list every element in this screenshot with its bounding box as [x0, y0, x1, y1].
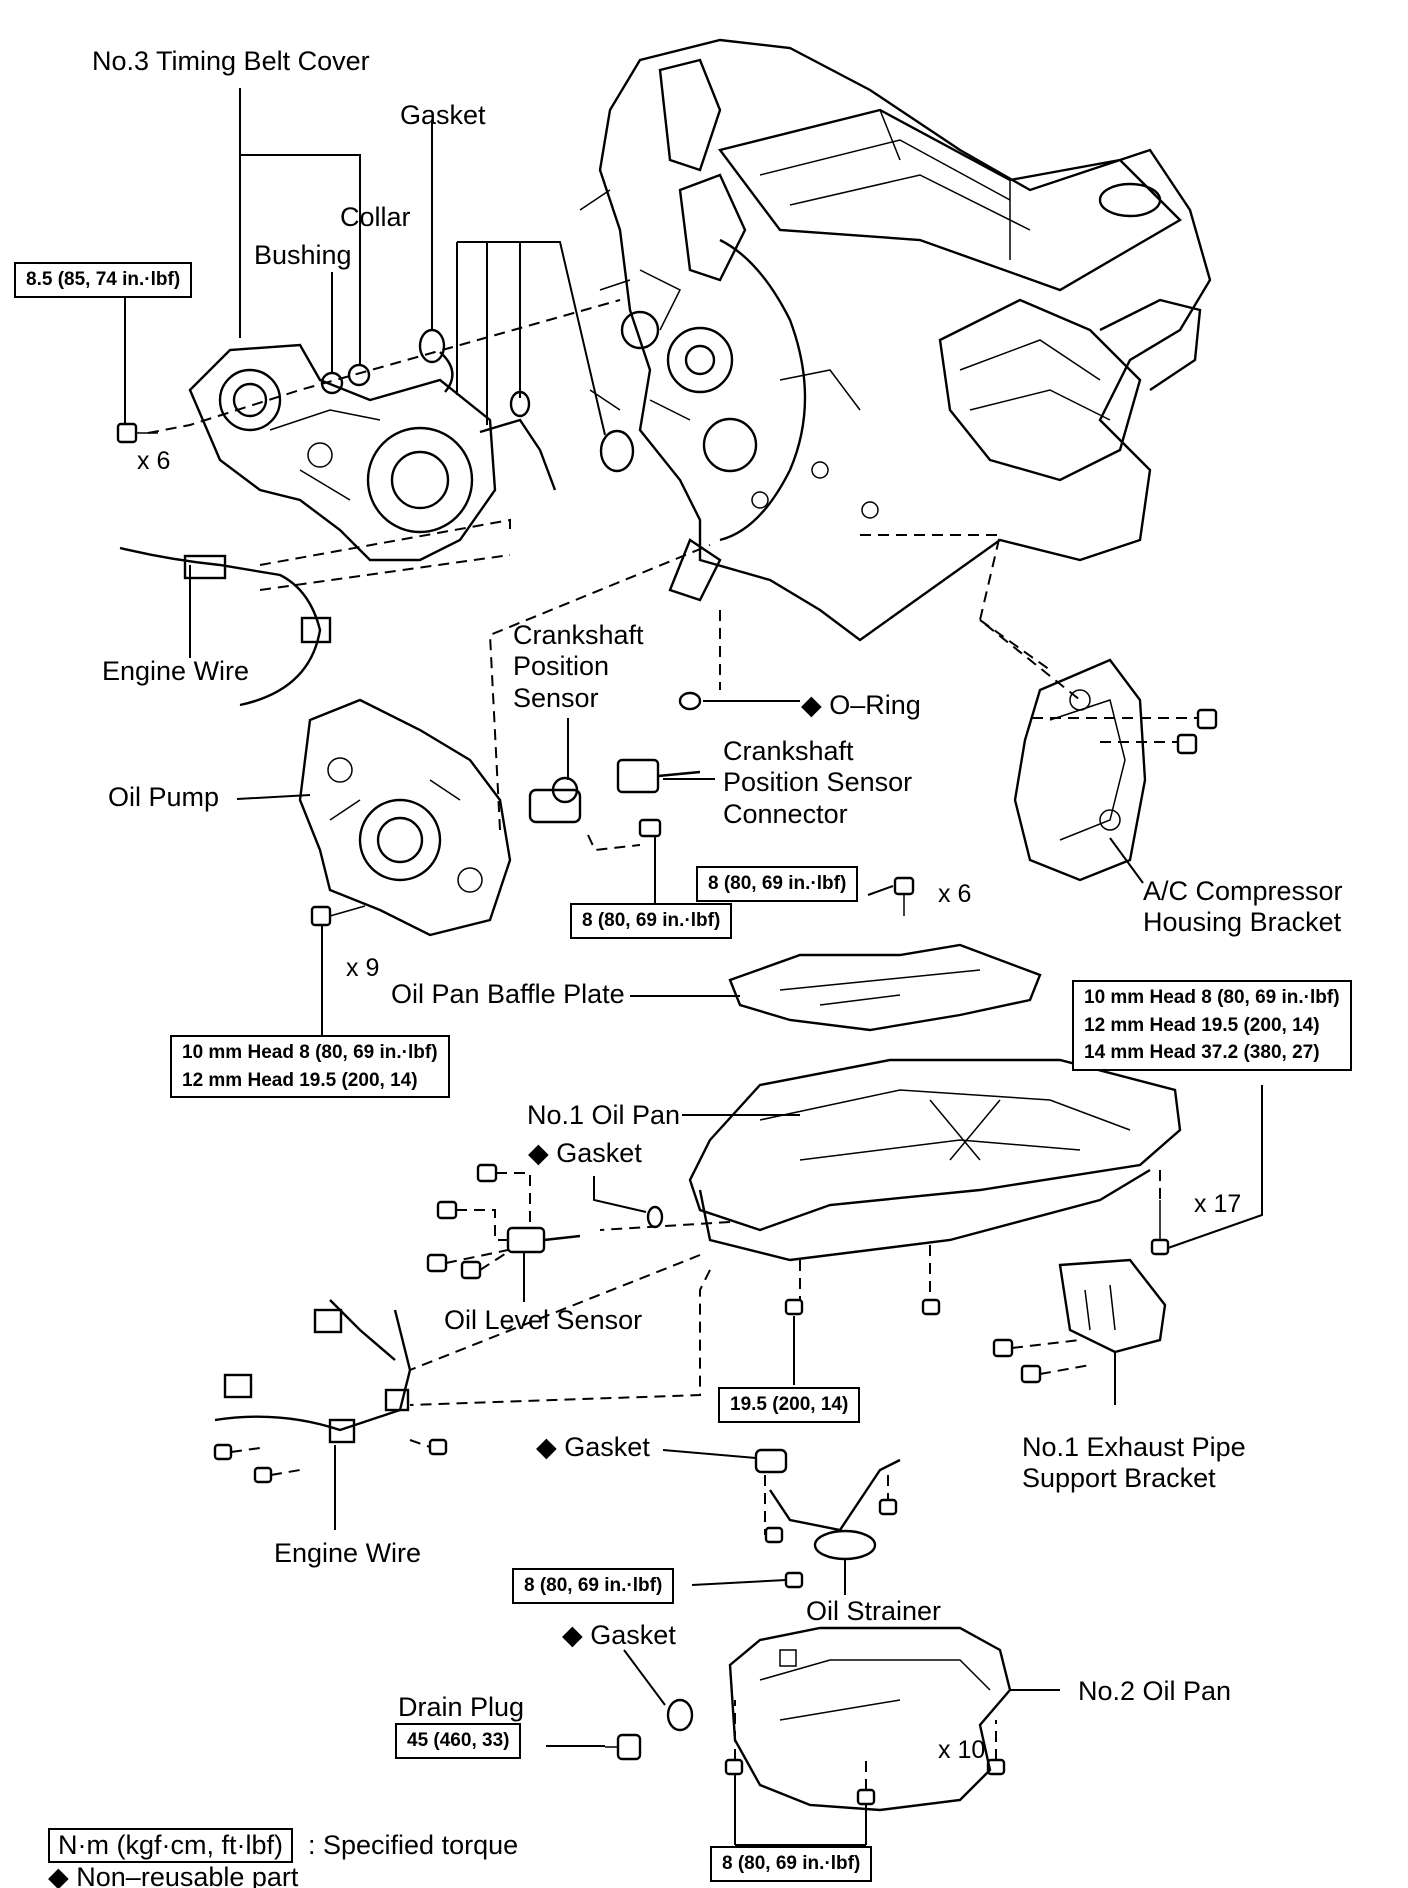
- label-no2-oil-pan: No.2 Oil Pan: [1078, 1676, 1232, 1706]
- exhaust-bracket-drawing: [1058, 1258, 1167, 1354]
- label-oil-strainer: Oil Strainer: [806, 1596, 942, 1626]
- wire-bolts-icon: [213, 1438, 448, 1484]
- torque-box-baffle-bolt: 8 (80, 69 in.·lbf): [696, 866, 859, 902]
- engine-wire-top-drawing: [119, 546, 322, 707]
- crankshaft-position-sensor-drawing: [528, 776, 582, 824]
- gasket-strip-icon: [479, 418, 557, 491]
- no1-oil-pan-drawing: [688, 1058, 1182, 1262]
- quantity-bolts-oil-pump: x 9: [346, 954, 380, 982]
- oil-pan-baffle-plate-drawing: [728, 943, 1042, 1032]
- torque-box-oil-pump: 10 mm Head 8 (80, 69 in.·lbf) 12 mm Head…: [170, 1035, 450, 1099]
- quantity-bolts-oil-pan: x 17: [1194, 1190, 1242, 1218]
- label-drain-plug: Drain Plug: [398, 1692, 525, 1722]
- drain-plug-drawing: [605, 1733, 642, 1761]
- large-gasket-icon: [599, 429, 635, 473]
- sensor-bolts-icon: [426, 1163, 498, 1280]
- engine-assembly-drawing: [579, 38, 1212, 642]
- oil-pan-gasket-icon: [646, 1205, 664, 1229]
- label-collar: Collar: [340, 202, 411, 232]
- legend-torque-desc: : Specified torque: [308, 1830, 519, 1860]
- torque-box-strainer: 8 (80, 69 in.·lbf): [512, 1568, 675, 1604]
- oil-strainer-drawing: [754, 1448, 901, 1561]
- o-ring-icon: [678, 691, 702, 711]
- sensor-bolt-icon: [638, 818, 662, 838]
- label-oil-pan-baffle-plate: Oil Pan Baffle Plate: [391, 979, 625, 1009]
- label-oil-pump: Oil Pump: [108, 782, 220, 812]
- label-no1-exhaust-pipe-support-bracket: No.1 Exhaust Pipe Support Bracket: [1022, 1432, 1246, 1494]
- label-crankshaft-position-sensor: Crankshaft Position Sensor: [513, 620, 644, 713]
- torque-box-oil-pan: 10 mm Head 8 (80, 69 in.·lbf) 12 mm Head…: [1072, 980, 1352, 1071]
- assembly-dashed-lines: [147, 299, 1198, 1790]
- pan-nut-icon: [784, 1298, 804, 1316]
- oil-pan-bolt-icon: [1150, 1200, 1170, 1256]
- engine-wire-bottom-drawing: [214, 1299, 412, 1444]
- label-gasket-oil-pan: ◆ Gasket: [528, 1138, 642, 1168]
- wire-connector-icon: [183, 554, 227, 580]
- leader-lines: [124, 88, 1263, 1846]
- nonreusable-diamond-icon: ◆: [801, 690, 822, 720]
- bolt-icon: [116, 422, 158, 444]
- label-o-ring: ◆ O–Ring: [801, 690, 921, 720]
- bracket-bolts-icon: [1176, 708, 1218, 755]
- legend-torque-unit-box: N·m (kgf·cm, ft·lbf): [48, 1828, 293, 1863]
- torque-box-drain-plug: 45 (460, 33): [395, 1723, 522, 1759]
- oil-level-sensor-drawing: [506, 1226, 581, 1254]
- pan-nut-icon: [921, 1298, 941, 1316]
- label-bushing: Bushing: [254, 240, 352, 270]
- oil-pump-drawing: [298, 698, 512, 937]
- label-gasket-strainer: ◆ Gasket: [536, 1432, 650, 1462]
- label-gasket-drain: ◆ Gasket: [562, 1620, 676, 1650]
- gasket-arc-icon: [439, 351, 454, 393]
- torque-box-no2-oil-pan: 8 (80, 69 in.·lbf): [710, 1846, 873, 1882]
- torque-box-pan-nut: 19.5 (200, 14): [718, 1387, 861, 1423]
- ac-compressor-bracket-drawing: [1013, 658, 1147, 882]
- label-engine-wire-top: Engine Wire: [102, 656, 250, 686]
- oil-pump-bolt-icon: [310, 905, 366, 927]
- cps-connector-drawing: [616, 758, 701, 794]
- label-gasket-top: Gasket: [400, 100, 486, 130]
- baffle-bolt-icon: [893, 876, 915, 916]
- nonreusable-diamond-icon: ◆: [562, 1620, 583, 1650]
- quantity-bolts-cover: x 6: [137, 447, 171, 475]
- nonreusable-diamond-icon: ◆: [528, 1138, 549, 1168]
- label-cps-connector: Crankshaft Position Sensor Connector: [723, 736, 913, 829]
- no2-oil-pan-drawing: [728, 1626, 1012, 1812]
- nonreusable-diamond-icon: ◆: [536, 1432, 557, 1462]
- torque-box-sensor-bolt: 8 (80, 69 in.·lbf): [570, 903, 733, 939]
- label-ac-compressor-housing-bracket: A/C Compressor Housing Bracket: [1143, 876, 1343, 938]
- timing-belt-cover-drawing: [188, 343, 497, 562]
- nonreusable-diamond-icon: ◆: [48, 1862, 69, 1888]
- label-engine-wire-bottom: Engine Wire: [274, 1538, 422, 1568]
- quantity-bolts-no2-pan: x 10: [938, 1736, 986, 1764]
- gasket-ring-icon: [418, 328, 446, 364]
- legend-nonreusable: ◆ Non–reusable part: [48, 1862, 298, 1888]
- label-no1-oil-pan: No.1 Oil Pan: [527, 1100, 681, 1130]
- strainer-nut-icon: [784, 1571, 804, 1589]
- quantity-bolts-baffle: x 6: [938, 880, 972, 908]
- torque-box-timing-cover: 8.5 (85, 74 in.·lbf): [14, 262, 193, 298]
- label-oil-level-sensor: Oil Level Sensor: [444, 1305, 643, 1335]
- collar-icon: [347, 363, 371, 387]
- drain-gasket-icon: [666, 1698, 694, 1732]
- label-no3-timing-belt-cover: No.3 Timing Belt Cover: [92, 46, 370, 76]
- wire-clip-icon: [300, 616, 332, 644]
